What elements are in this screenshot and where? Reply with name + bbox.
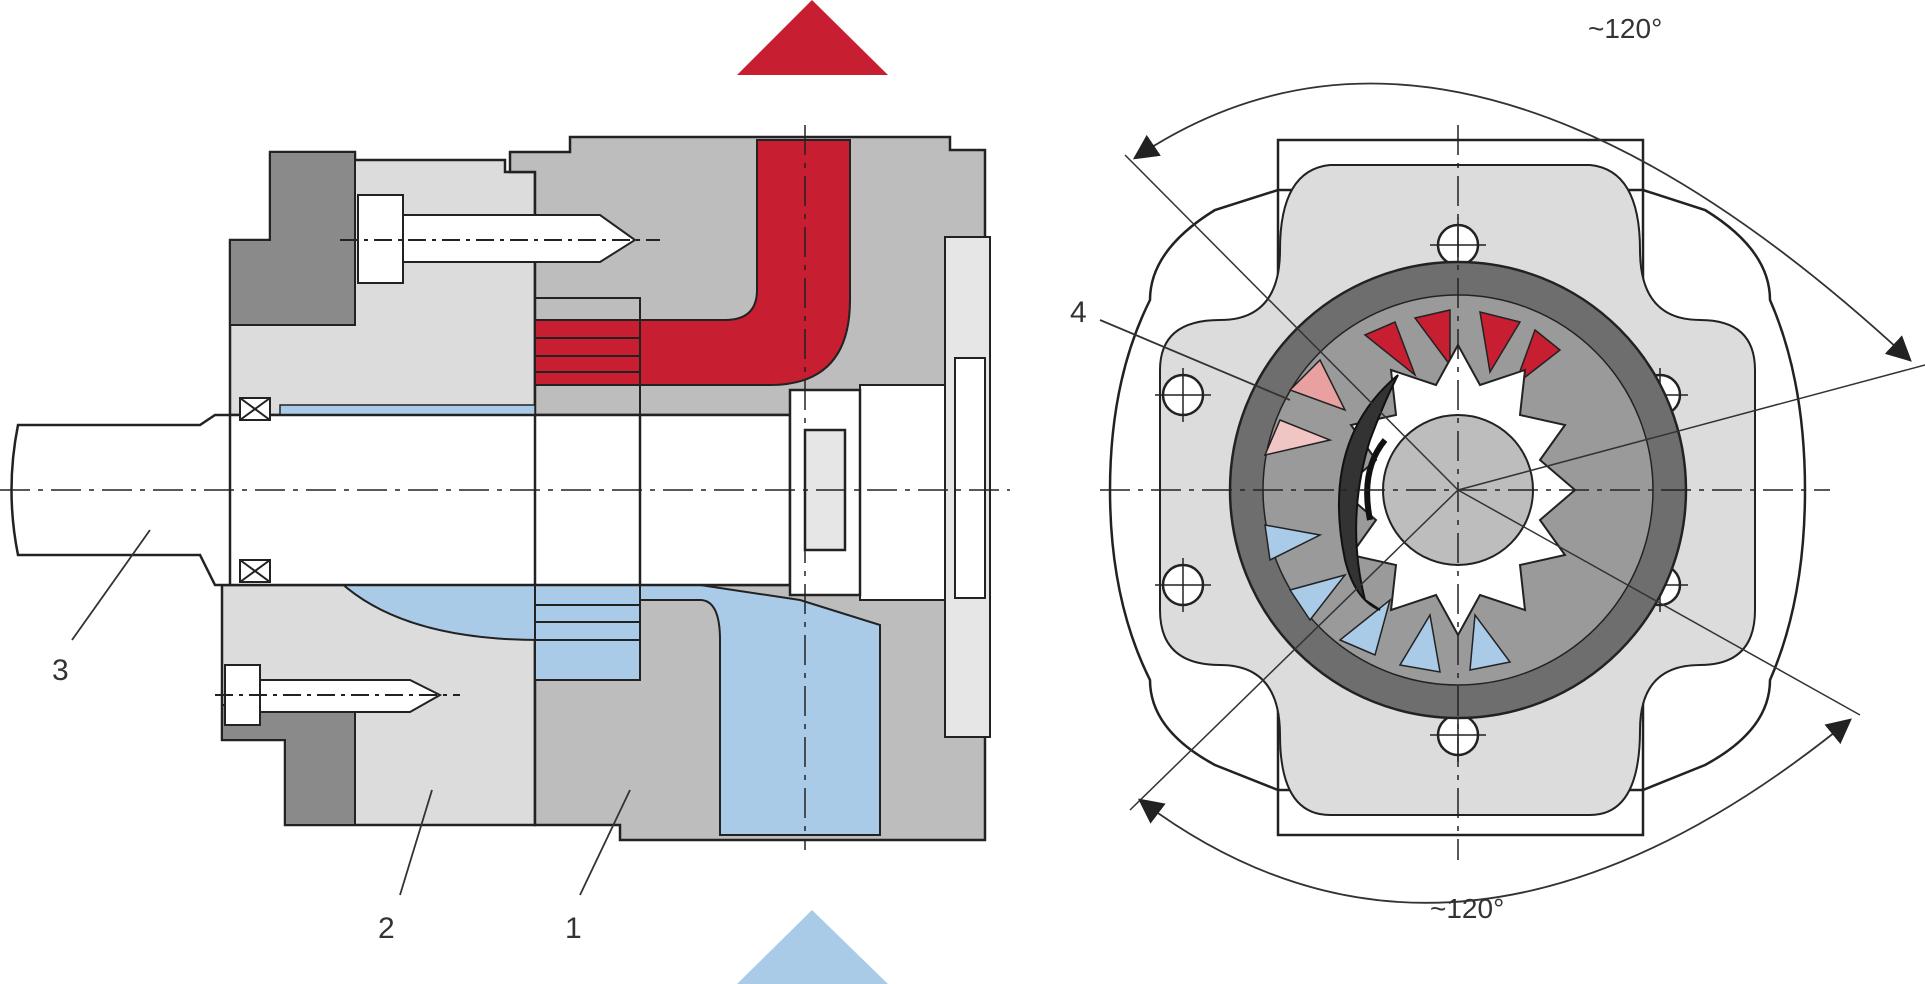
front-view: 4 ~120° ~120° bbox=[1070, 13, 1925, 924]
label-angle-bottom: ~120° bbox=[1430, 893, 1504, 924]
angle-arc-top bbox=[1132, 82, 1912, 362]
shaft-seal bbox=[239, 397, 271, 583]
leader-part-4 bbox=[1099, 319, 1291, 401]
crescent-filler bbox=[1337, 374, 1399, 611]
label-part-3: 3 bbox=[52, 654, 69, 687]
suction-teeth bbox=[534, 584, 641, 681]
lower-screw bbox=[215, 664, 460, 726]
suction-inlet-arrow bbox=[737, 910, 888, 984]
pressure-teeth bbox=[534, 319, 641, 386]
drive-shaft bbox=[10, 388, 862, 597]
upper-screw bbox=[340, 194, 660, 284]
label-angle-top: ~120° bbox=[1588, 13, 1662, 44]
pressure-channel bbox=[639, 139, 851, 386]
longitudinal-section: 3 2 1 bbox=[0, 0, 1010, 984]
left-callouts bbox=[71, 529, 631, 896]
pressure-outlet-arrow bbox=[737, 0, 888, 75]
rear-cover bbox=[859, 236, 991, 738]
rotation-arrow bbox=[1364, 438, 1388, 521]
label-part-4: 4 bbox=[1070, 296, 1087, 329]
angle-arc-bottom bbox=[1137, 718, 1852, 904]
label-part-2: 2 bbox=[378, 912, 395, 945]
label-part-1: 1 bbox=[565, 912, 582, 945]
